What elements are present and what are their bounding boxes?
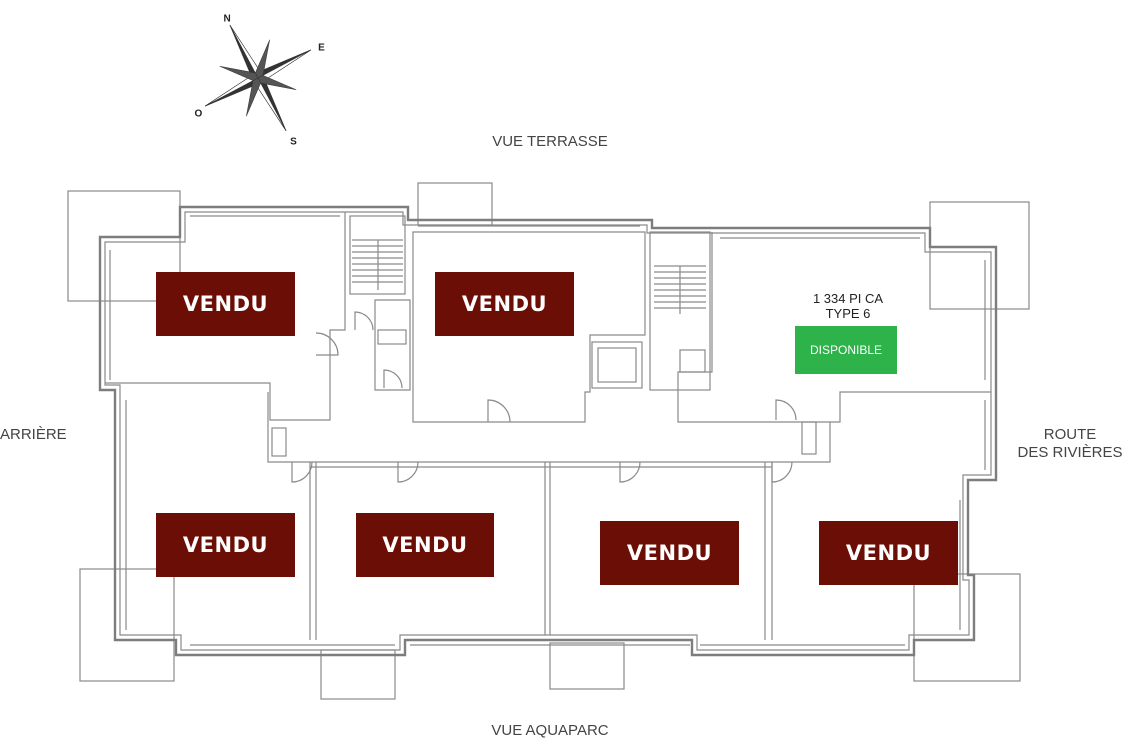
view-label-left: ARRIÈRE [0, 426, 67, 443]
unit-status-bottom-1[interactable]: VENDU [156, 513, 295, 577]
view-label-top: VUE TERRASSE [492, 133, 608, 150]
compass-e: E [318, 43, 325, 54]
view-label-bottom: VUE AQUAPARC [491, 722, 609, 739]
view-label-right: ROUTE DES RIVIÈRES [1006, 426, 1128, 462]
unit-info-top-right: 1 334 PI CA TYPE 6 [786, 291, 910, 321]
unit-area: 1 334 PI CA [812, 291, 884, 306]
unit-status-bottom-4[interactable]: VENDU [819, 521, 958, 585]
compass-s: S [290, 137, 297, 148]
unit-type: TYPE 6 [825, 306, 871, 321]
unit-status-top-left[interactable]: VENDU [156, 272, 295, 336]
compass-n: N [223, 14, 230, 25]
compass-rose-icon: N E S O [195, 14, 326, 148]
view-label-right-line2: DES RIVIÈRES [1017, 444, 1123, 461]
compass-o: O [195, 108, 203, 119]
unit-status-bottom-2[interactable]: VENDU [356, 513, 494, 577]
unit-status-top-right[interactable]: DISPONIBLE [795, 326, 897, 374]
unit-status-bottom-3[interactable]: VENDU [600, 521, 739, 585]
view-label-right-line1: ROUTE [1043, 426, 1097, 443]
unit-status-top-middle[interactable]: VENDU [435, 272, 574, 336]
